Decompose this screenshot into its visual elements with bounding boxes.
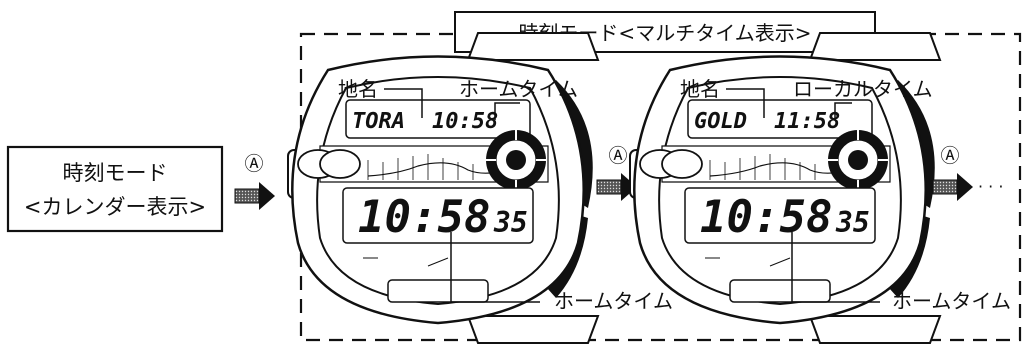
button-a-symbol: Ⓐ xyxy=(608,145,627,167)
watch-seconds: 35 xyxy=(493,206,528,239)
watch-city-code: TORA xyxy=(352,109,405,134)
button-a-symbol: Ⓐ xyxy=(940,145,959,167)
bottom-leader-line xyxy=(791,232,880,303)
watch-main-time: 10:58 xyxy=(358,192,490,243)
arrow-icon xyxy=(234,181,276,211)
start-mode-line1: 時刻モード xyxy=(63,161,168,185)
bottom-label: ホームタイム xyxy=(554,289,673,313)
city-label: 地名 xyxy=(338,77,378,101)
continuation-ellipsis: · · · xyxy=(978,177,1003,196)
watch-upper-time: 10:58 xyxy=(432,109,498,134)
start-mode-box xyxy=(6,145,224,233)
bottom-leader-line xyxy=(450,232,540,303)
watch-main-time: 10:58 xyxy=(700,192,832,243)
watch-city-code: GOLD xyxy=(694,109,747,134)
city-leader-line xyxy=(726,88,765,118)
watch-local-time: GOLD 11:58 10:58 35 xyxy=(628,31,942,345)
start-mode-line2: <カレンダー表示> xyxy=(24,195,206,219)
top-label: ローカルタイム xyxy=(793,77,933,101)
city-label: 地名 xyxy=(680,77,720,101)
watch-home-time: TORA 10:58 10:58 35 xyxy=(286,31,600,345)
top-leader-line xyxy=(834,102,852,120)
watch-upper-time: 11:58 xyxy=(774,109,840,134)
button-a-symbol: Ⓐ xyxy=(244,153,263,175)
city-leader-line xyxy=(384,88,423,118)
top-label: ホームタイム xyxy=(459,77,578,101)
top-leader-line xyxy=(494,102,520,120)
bottom-label: ホームタイム xyxy=(892,289,1011,313)
arrow-icon xyxy=(932,172,974,202)
watch-seconds: 35 xyxy=(835,206,870,239)
